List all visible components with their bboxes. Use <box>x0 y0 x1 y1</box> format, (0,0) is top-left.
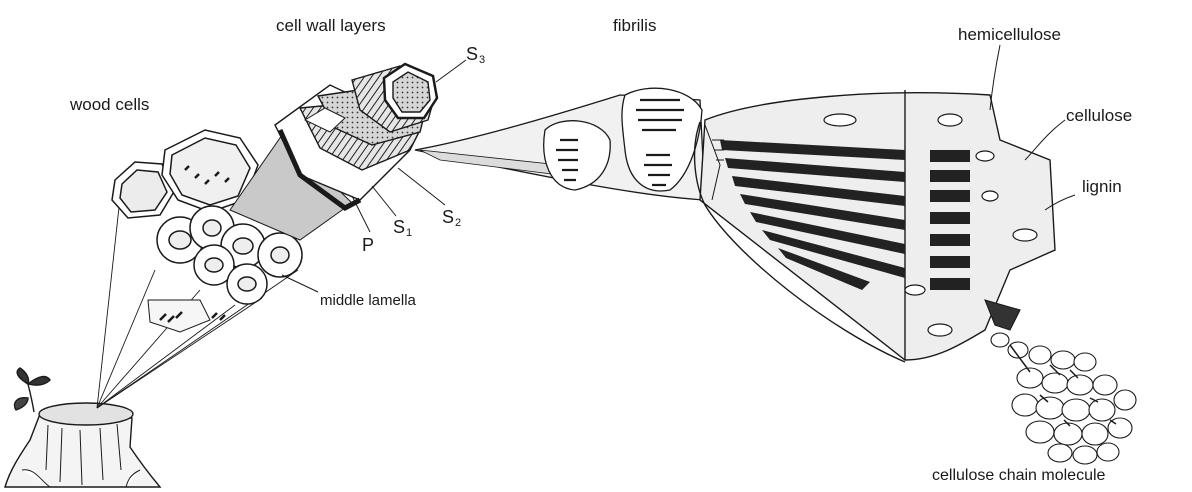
label-middle-lamella: middle lamella <box>320 293 416 308</box>
label-s2: S2 <box>442 208 461 229</box>
fibril-bundle <box>415 88 705 200</box>
label-p: P <box>362 236 374 254</box>
label-s3: S3 <box>466 45 485 66</box>
label-s1: S1 <box>393 218 412 239</box>
label-lignin: lignin <box>1082 178 1122 195</box>
label-hemicellulose: hemicellulose <box>958 26 1061 43</box>
label-cell-wall-layers: cell wall layers <box>276 17 386 34</box>
label-cellulose-chain-molecule: cellulose chain molecule <box>932 468 1105 484</box>
tree-stump <box>5 368 160 487</box>
label-fibrilis: fibrilis <box>613 17 656 34</box>
cellulose-chain-molecule-drawing <box>985 300 1136 464</box>
label-wood-cells: wood cells <box>70 96 149 113</box>
label-cellulose: cellulose <box>1066 107 1132 124</box>
